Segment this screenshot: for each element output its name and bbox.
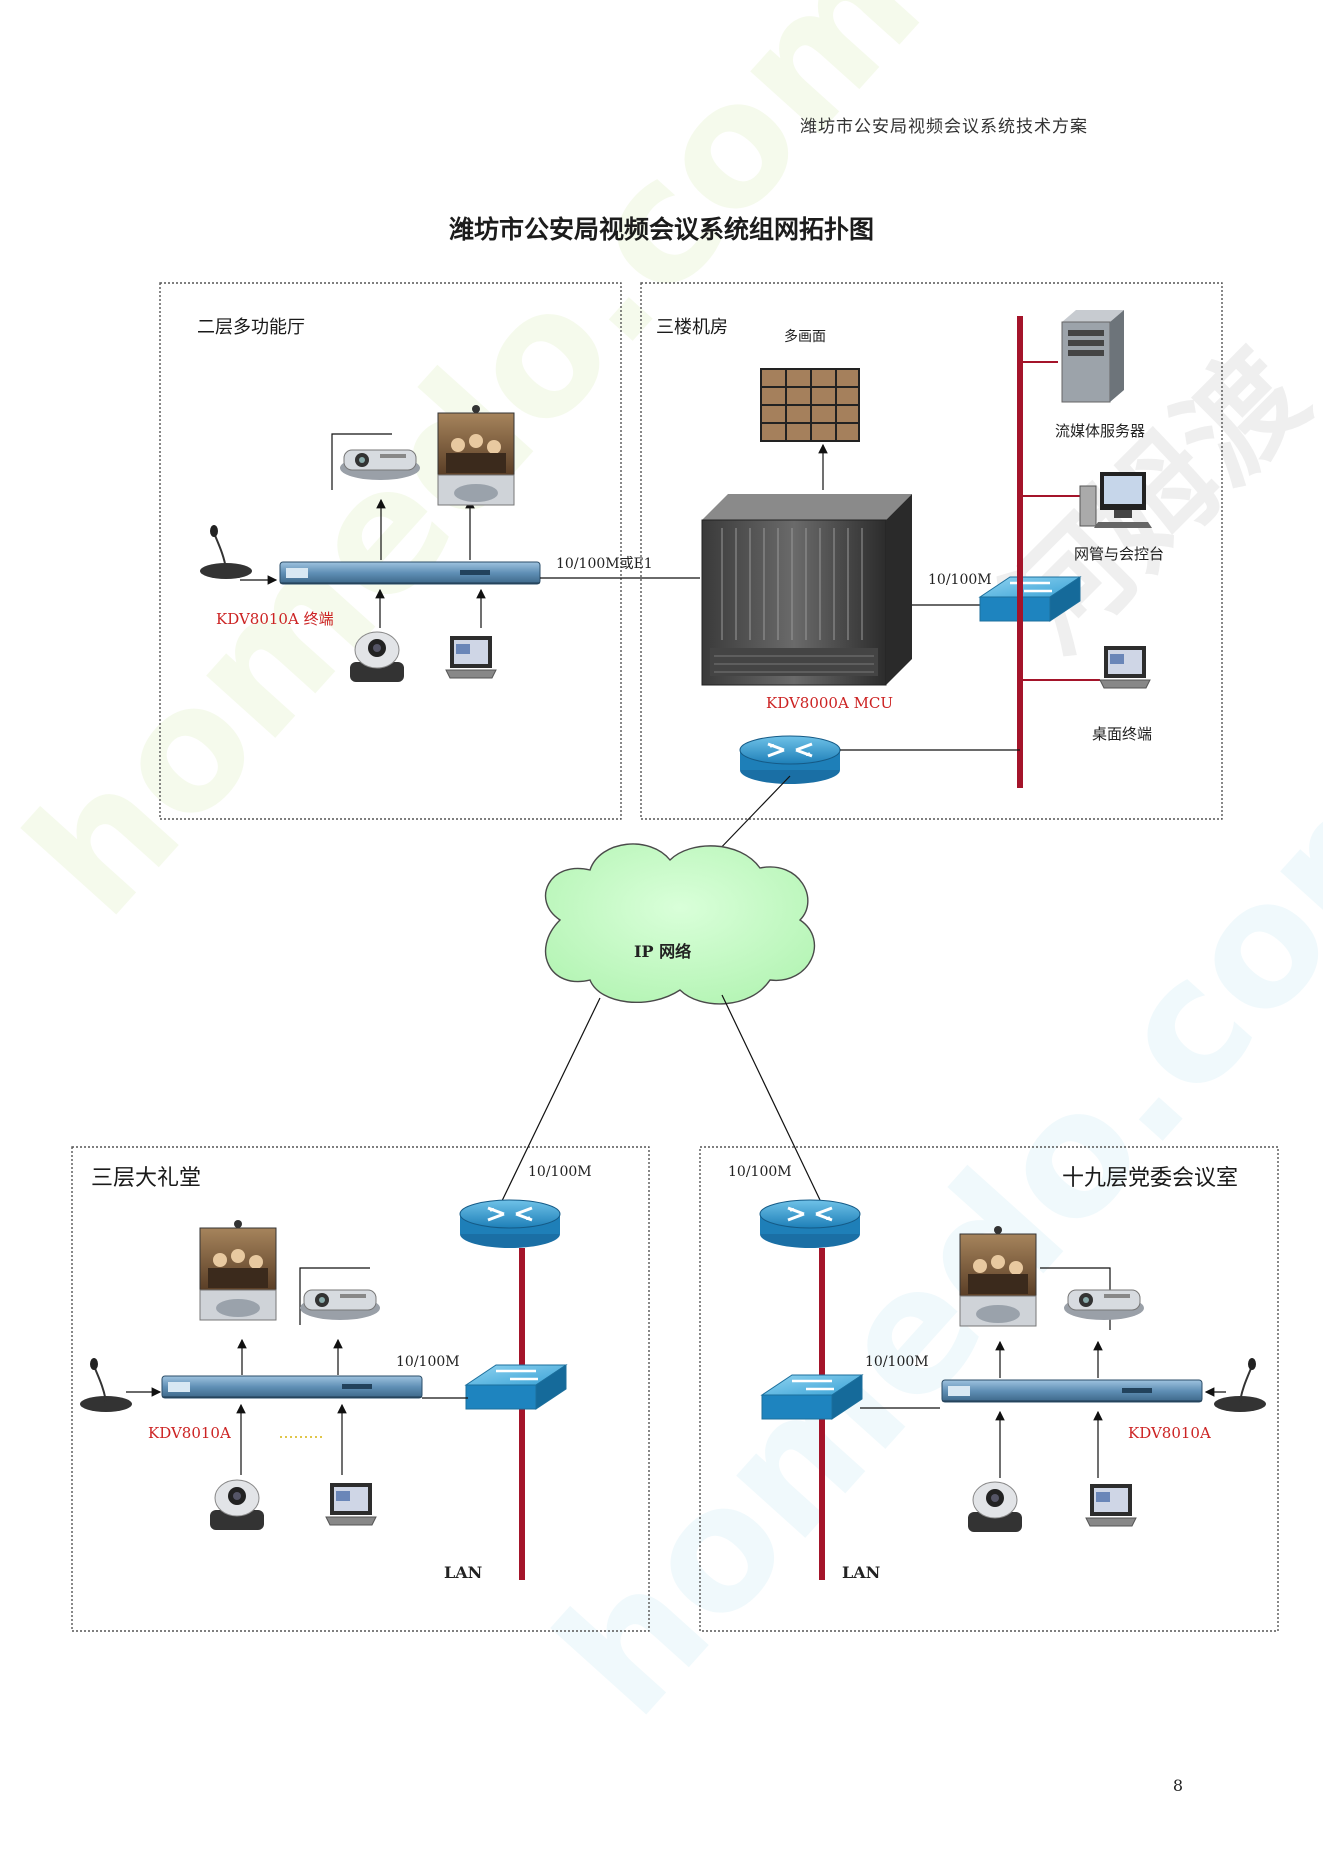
camera-icon: [349, 631, 405, 683]
machine-room-switch-icon: [978, 575, 1082, 623]
kdv8010a-terminal: [941, 1379, 1203, 1403]
auditorium-lan-link-label: 10/100M: [396, 1354, 460, 1370]
desktop-terminal-icon: [1099, 645, 1151, 689]
streaming-server-icon: [1061, 309, 1125, 403]
floor19-lan-label: LAN: [842, 1563, 881, 1582]
microphone-icon: [199, 524, 253, 580]
video-display-icon: [959, 1225, 1037, 1327]
cloud-label: IP 网络: [634, 942, 692, 961]
zone-floor19-border: [699, 1146, 1279, 1632]
zone-auditorium-border: [71, 1146, 650, 1632]
laptop-icon: [325, 1482, 377, 1526]
zone-auditorium-label: 三层大礼堂: [91, 1166, 202, 1191]
auditorium-uplink-label: 10/100M: [528, 1164, 592, 1180]
auditorium-router-icon: [458, 1198, 562, 1250]
floor2-link-label: 10/100M或E1: [556, 556, 653, 572]
projector-icon: [1063, 1289, 1145, 1321]
floor19-room: [758, 1198, 1267, 1580]
floor2-terminal-label: KDV8010A 终端: [216, 610, 334, 628]
zone-floor2-label: 二层多功能厅: [197, 317, 305, 338]
page-number: 8: [1172, 1776, 1183, 1795]
kdv8000a-mcu-rack: [701, 494, 912, 686]
diagram-title: 潍坊市公安局视频会议系统组网拓扑图: [448, 215, 874, 244]
camera-icon: [967, 1481, 1023, 1533]
mcu-switch-link-label: 10/100M: [928, 572, 992, 588]
floor19-terminal-label: KDV8010A: [1128, 1424, 1211, 1442]
floor19-lan-link-label: 10/100M: [865, 1354, 929, 1370]
camera-icon: [209, 1479, 265, 1531]
floor19-router-icon: [758, 1198, 862, 1250]
auditorium-room: [79, 1198, 568, 1580]
zone-machine-room-label: 三楼机房: [656, 317, 728, 338]
floor19-switch-icon: [760, 1373, 864, 1421]
projector-icon: [339, 449, 421, 481]
zone-floor2-border: [159, 282, 622, 820]
desktop-terminal-label: 桌面终端: [1092, 725, 1153, 743]
microphone-icon: [79, 1357, 133, 1413]
streaming-server-label: 流媒体服务器: [1055, 422, 1146, 440]
floor2-room: [199, 404, 700, 683]
nms-console-label: 网管与会控台: [1074, 545, 1165, 563]
laptop-icon: [445, 635, 497, 679]
floor19-uplink-label: 10/100M: [728, 1164, 792, 1180]
kdv8010a-terminal: [279, 561, 541, 585]
video-display-icon: [437, 404, 515, 506]
auditorium-switch-icon: [464, 1363, 568, 1411]
nms-console-icon: [1079, 471, 1153, 529]
zone-machine-room-border: [640, 282, 1223, 820]
kdv8010a-terminal: [161, 1375, 423, 1399]
video-display-icon: [199, 1219, 277, 1321]
microphone-icon: [1213, 1357, 1267, 1413]
multiview-label: 多画面: [784, 329, 826, 345]
auditorium-lan-label: LAN: [444, 1563, 483, 1582]
ip-network-cloud: [544, 843, 816, 1005]
zone-floor19-label: 十九层党委会议室: [1062, 1166, 1239, 1191]
document-header: 潍坊市公安局视频会议系统技术方案: [800, 117, 1088, 137]
projector-icon: [299, 1289, 381, 1321]
laptop-icon: [1085, 1483, 1137, 1527]
mcu-label: KDV8000A MCU: [766, 694, 894, 712]
machine-room: [687, 309, 1153, 883]
multiview-screen-icon: [760, 368, 860, 442]
auditorium-terminal-label: KDV8010A: [148, 1424, 231, 1442]
